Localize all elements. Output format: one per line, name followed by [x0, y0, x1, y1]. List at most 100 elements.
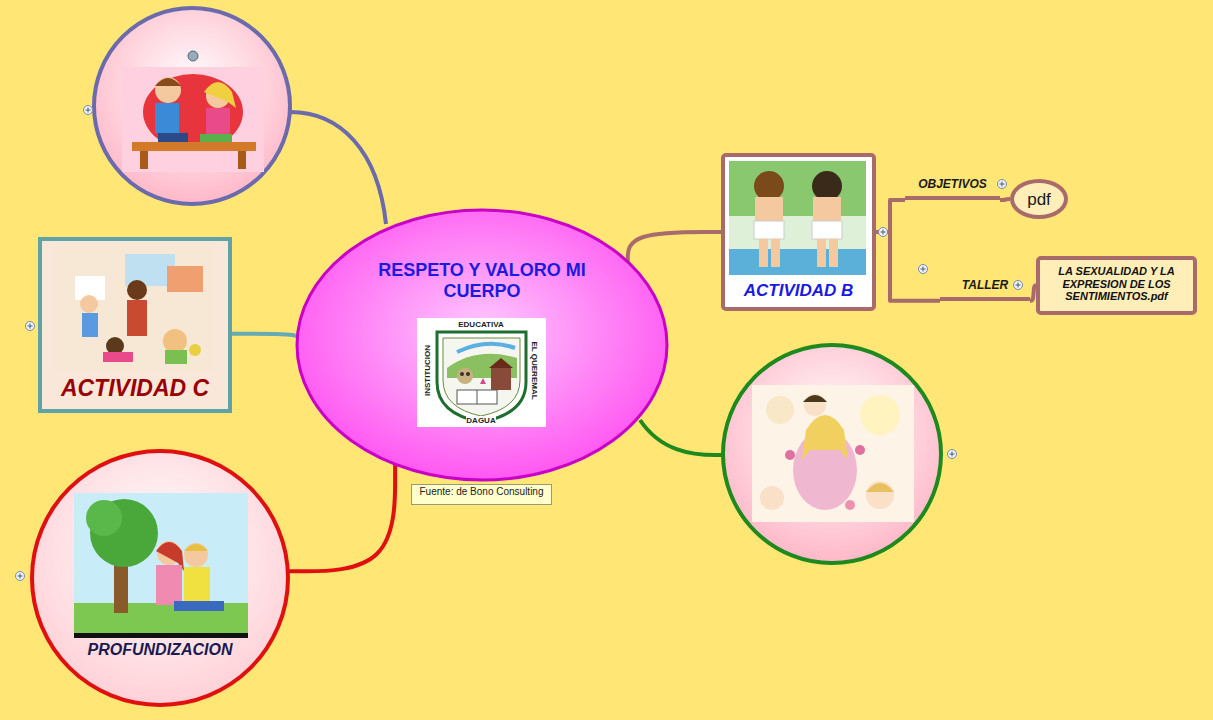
branch-line — [290, 112, 386, 224]
collapse-marker — [16, 572, 25, 581]
art-shape — [829, 239, 838, 267]
art-shape — [184, 544, 208, 551]
art-shape — [866, 481, 894, 509]
node-text: Fuente: de Bono Consulting — [420, 486, 544, 498]
art-shape — [26, 322, 35, 331]
art-shape — [457, 344, 515, 352]
art-shape — [879, 228, 888, 237]
collapse-marker — [919, 265, 928, 274]
activity-box: ACTIVIDAD C — [38, 237, 232, 413]
deepening-circle: PROFUNDIZACION — [30, 449, 290, 707]
art-shape — [771, 239, 780, 267]
art-shape — [165, 350, 187, 364]
node-text: LA SEXUALIDAD Y LA EXPRESION DE LOS SENT… — [1044, 265, 1189, 303]
art-shape — [167, 266, 203, 292]
art-shape — [437, 332, 526, 422]
art-shape — [204, 82, 236, 108]
art-shape — [18, 574, 23, 579]
logo-text: EL QUEREMAL — [529, 341, 538, 399]
art-shape — [28, 324, 33, 329]
art-shape — [866, 483, 894, 492]
branch-connector — [232, 334, 297, 338]
art-shape — [82, 313, 98, 337]
art-shape — [477, 390, 478, 404]
picture-circle — [723, 345, 941, 563]
art-shape — [812, 171, 842, 201]
art-shape — [127, 280, 147, 300]
art-shape — [122, 67, 264, 172]
node-text: RESPETO Y VALORO MI CUERPO — [352, 260, 612, 301]
art-shape — [760, 486, 784, 510]
art-shape — [752, 385, 914, 522]
source-note: Fuente: de Bono Consulting — [411, 484, 552, 505]
art-shape — [998, 180, 1007, 189]
art-shape — [163, 329, 187, 353]
art-shape — [1014, 281, 1023, 290]
picture-circle — [94, 8, 290, 204]
art-shape — [860, 395, 900, 435]
art-shape — [155, 77, 181, 103]
branch-connector — [628, 232, 721, 262]
art-shape — [238, 151, 246, 169]
art-shape — [132, 142, 256, 151]
art-shape — [189, 344, 201, 356]
art-shape — [158, 133, 188, 142]
collapse-marker — [998, 180, 1007, 189]
art-shape — [297, 210, 667, 480]
node-text: pdf — [1027, 190, 1051, 210]
art-shape — [729, 249, 866, 275]
art-shape — [155, 78, 181, 86]
art-shape — [200, 134, 232, 142]
art-shape — [174, 601, 224, 611]
art-shape — [766, 396, 794, 424]
art-shape — [729, 161, 866, 275]
art-shape — [804, 394, 826, 416]
collapse-marker — [948, 450, 957, 459]
art-shape — [480, 378, 486, 384]
branch-connector — [1000, 199, 1010, 200]
art-shape — [729, 161, 866, 216]
collapse-marker — [879, 228, 888, 237]
art-shape — [855, 445, 865, 455]
art-shape — [155, 103, 179, 133]
subtopic: OBJETIVOS — [905, 176, 1000, 200]
art-shape — [55, 246, 215, 371]
logo-text: EDUCATIVA — [458, 320, 503, 329]
art-shape — [188, 51, 198, 61]
art-shape — [785, 450, 795, 460]
art-shape — [206, 108, 230, 134]
art-shape — [921, 267, 926, 272]
art-shape — [84, 106, 93, 115]
art-shape — [140, 151, 148, 169]
art-shape — [754, 171, 784, 201]
art-shape — [812, 221, 842, 239]
art-shape — [143, 74, 243, 150]
illustration — [729, 161, 866, 275]
art-shape — [86, 108, 91, 113]
logo-text: DAGUA — [466, 416, 495, 425]
central-topic: RESPETO Y VALORO MI CUERPO EDUCATIVA INSTI… — [295, 208, 669, 482]
art-shape — [803, 395, 827, 402]
logo-text: INSTITUCION — [424, 344, 433, 395]
art-shape — [881, 230, 886, 235]
art-shape — [723, 345, 941, 563]
node-text: TALLER — [962, 279, 1008, 293]
art-shape — [817, 239, 826, 267]
art-shape — [466, 372, 470, 376]
illustration — [55, 246, 215, 371]
collapse-marker — [1014, 281, 1023, 290]
art-shape — [74, 493, 248, 638]
branch-connector — [288, 464, 395, 571]
art-shape — [1000, 182, 1005, 187]
art-shape — [759, 239, 768, 267]
art-shape — [802, 415, 848, 460]
art-shape — [74, 633, 248, 638]
node-text: ACTIVIDAD B — [744, 281, 854, 301]
art-shape — [1016, 283, 1021, 288]
art-shape — [489, 358, 513, 368]
subtopic: TALLER — [940, 276, 1030, 301]
node-text: OBJETIVOS — [918, 178, 987, 192]
art-shape — [94, 8, 290, 204]
art-shape — [457, 368, 473, 384]
